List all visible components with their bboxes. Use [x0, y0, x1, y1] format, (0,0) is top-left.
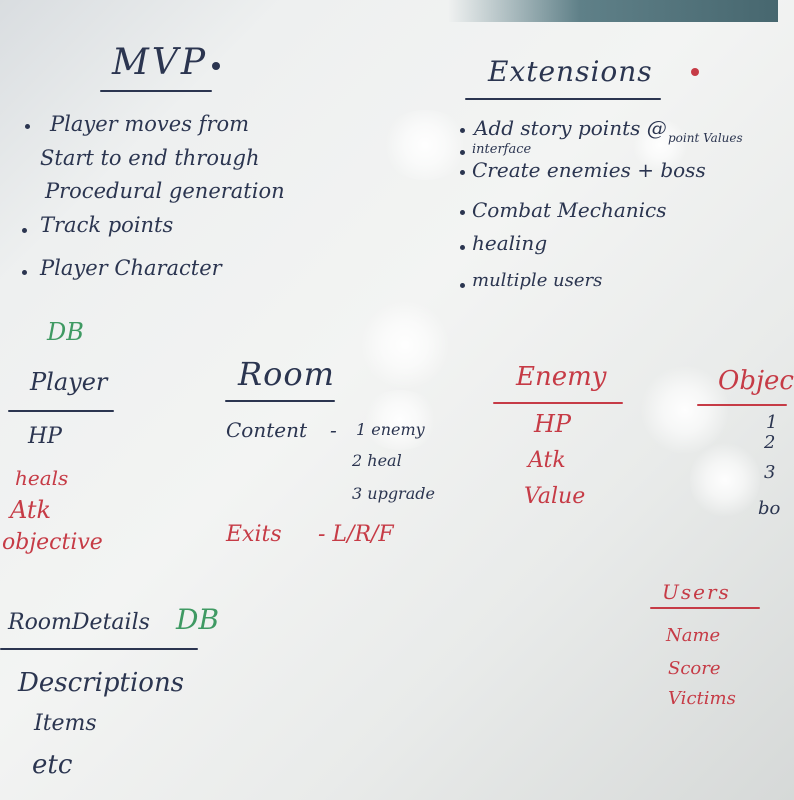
- enemy-field: HP: [534, 410, 572, 438]
- mvp-bullet: [22, 270, 27, 275]
- ext-bullet: [460, 210, 465, 215]
- light-glare: [690, 440, 760, 520]
- light-glare: [640, 365, 730, 455]
- room-content-item: 1 enemy: [356, 420, 425, 439]
- objects-number: 3: [764, 462, 776, 483]
- users-field: Score: [668, 658, 721, 679]
- room-details-db-label: DB: [176, 603, 220, 636]
- room-content-dash: -: [330, 418, 337, 442]
- objects-underline: [697, 404, 787, 406]
- ext-item: healing: [472, 231, 548, 255]
- enemy-underline: [493, 402, 623, 404]
- mvp-item-line: Start to end through: [40, 146, 260, 170]
- room-content-item: 3 upgrade: [352, 484, 435, 503]
- room-exits-label: Exits: [226, 522, 282, 547]
- mvp-bullet: [22, 228, 27, 233]
- room-content-label: Content: [226, 418, 308, 442]
- mvp-item: Player Character: [40, 256, 222, 280]
- ext-item: Add story points @: [474, 116, 667, 140]
- room-details-field: Descriptions: [18, 668, 185, 698]
- light-glare: [630, 120, 690, 170]
- extensions-underline: [465, 98, 661, 100]
- objects-title: Objec: [718, 366, 794, 396]
- mvp-bullet: [25, 124, 30, 129]
- room-details-underline: [0, 648, 198, 650]
- users-field: Victims: [668, 688, 736, 709]
- room-content-item: 2 heal: [352, 451, 402, 470]
- player-field: Atk: [10, 496, 52, 524]
- ext-bullet: [460, 128, 465, 133]
- room-underline: [225, 400, 335, 402]
- objects-number: 2: [764, 432, 776, 453]
- player-field: objective: [2, 530, 103, 555]
- mvp-item: Player moves from: [50, 112, 250, 136]
- objects-number: 1: [766, 412, 778, 433]
- player-underline: [8, 410, 114, 412]
- mvp-title: MVP: [112, 42, 209, 83]
- player-title: Player: [30, 368, 108, 396]
- ext-bullet: [460, 150, 465, 155]
- player-field: HP: [28, 424, 62, 449]
- db-label: DB: [47, 318, 84, 346]
- light-glare: [360, 390, 440, 450]
- enemy-field: Atk: [528, 448, 566, 473]
- ext-item: Combat Mechanics: [472, 198, 667, 222]
- room-details-title: RoomDetails: [8, 610, 150, 635]
- users-field: Name: [666, 625, 721, 646]
- room-exits-value: - L/R/F: [318, 522, 394, 547]
- ext-bullet: [460, 283, 465, 288]
- room-title: Room: [238, 355, 335, 393]
- enemy-field: Value: [524, 484, 586, 509]
- extensions-title-dot: [691, 68, 699, 76]
- whiteboard: MVP Player moves from Start to end throu…: [0, 0, 794, 780]
- mvp-underline: [100, 90, 212, 92]
- light-glare: [360, 300, 450, 390]
- ext-bullet: [460, 170, 465, 175]
- extensions-title: Extensions: [488, 55, 653, 88]
- enemy-title: Enemy: [516, 362, 607, 392]
- room-details-field: Items: [34, 711, 97, 736]
- light-glare: [380, 110, 470, 180]
- users-title: Users: [662, 580, 731, 604]
- ext-item: multiple users: [472, 270, 603, 291]
- mvp-item-line: Procedural generation: [45, 179, 285, 203]
- users-underline: [650, 607, 760, 609]
- ext-item: Create enemies + boss: [472, 158, 706, 182]
- wall-strip: [448, 0, 778, 22]
- player-field: heals: [15, 466, 69, 490]
- mvp-title-dot: [212, 62, 220, 70]
- ext-item-note: point Values: [668, 131, 743, 145]
- ext-bullet: [460, 245, 465, 250]
- ext-item-sub: interface: [472, 142, 532, 157]
- objects-item: bo: [758, 498, 781, 519]
- room-details-field: etc: [32, 750, 73, 780]
- mvp-item: Track points: [40, 213, 174, 237]
